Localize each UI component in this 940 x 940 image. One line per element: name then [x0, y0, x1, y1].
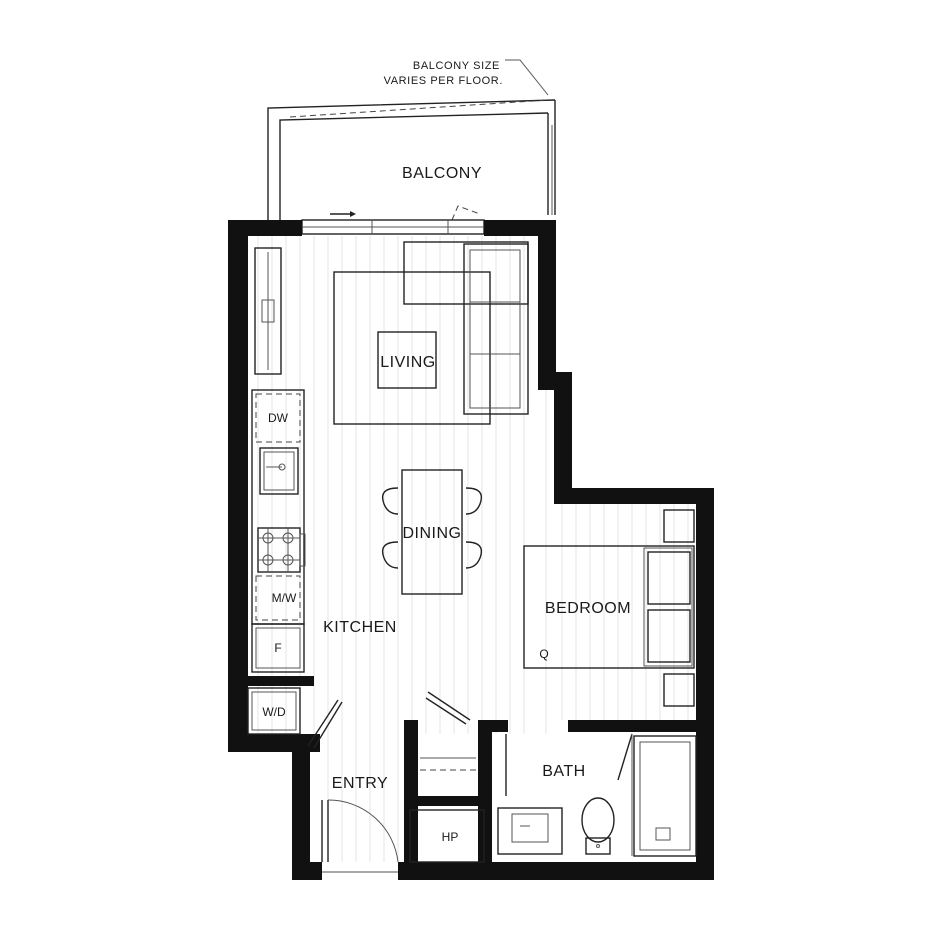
fixture-label-dw: DW	[268, 411, 289, 425]
fixture-label-fridge: F	[274, 641, 281, 655]
kitchen-counter	[251, 247, 306, 673]
room-label-entry: ENTRY	[332, 775, 388, 792]
fixture-label-wd: W/D	[262, 705, 286, 719]
floor-hatch	[257, 236, 689, 862]
bedroom-furniture	[523, 509, 695, 707]
fixture-label-bed-size: Q	[539, 647, 548, 661]
living-furniture	[333, 241, 529, 425]
walls	[228, 220, 714, 880]
entry-closet	[409, 691, 485, 863]
room-label-bedroom: BEDROOM	[545, 600, 631, 617]
room-label-kitchen: KITCHEN	[323, 619, 397, 636]
bath-fixtures	[497, 733, 697, 857]
dining-table	[381, 469, 483, 595]
balcony-outline	[267, 59, 556, 220]
room-label-dining: DINING	[403, 525, 462, 542]
room-label-living: LIVING	[380, 354, 435, 371]
fixture-label-hp: HP	[442, 830, 459, 844]
room-label-bath: BATH	[542, 763, 585, 780]
entry-door	[321, 799, 399, 873]
washer-dryer	[247, 687, 343, 749]
balcony-note-line2: VARIES PER FLOOR.	[384, 75, 503, 87]
balcony-note-line1: BALCONY SIZE	[413, 60, 500, 72]
fixture-label-mw: M/W	[272, 591, 297, 605]
balcony-sliding-door	[301, 205, 485, 235]
room-label-balcony: BALCONY	[402, 165, 482, 182]
